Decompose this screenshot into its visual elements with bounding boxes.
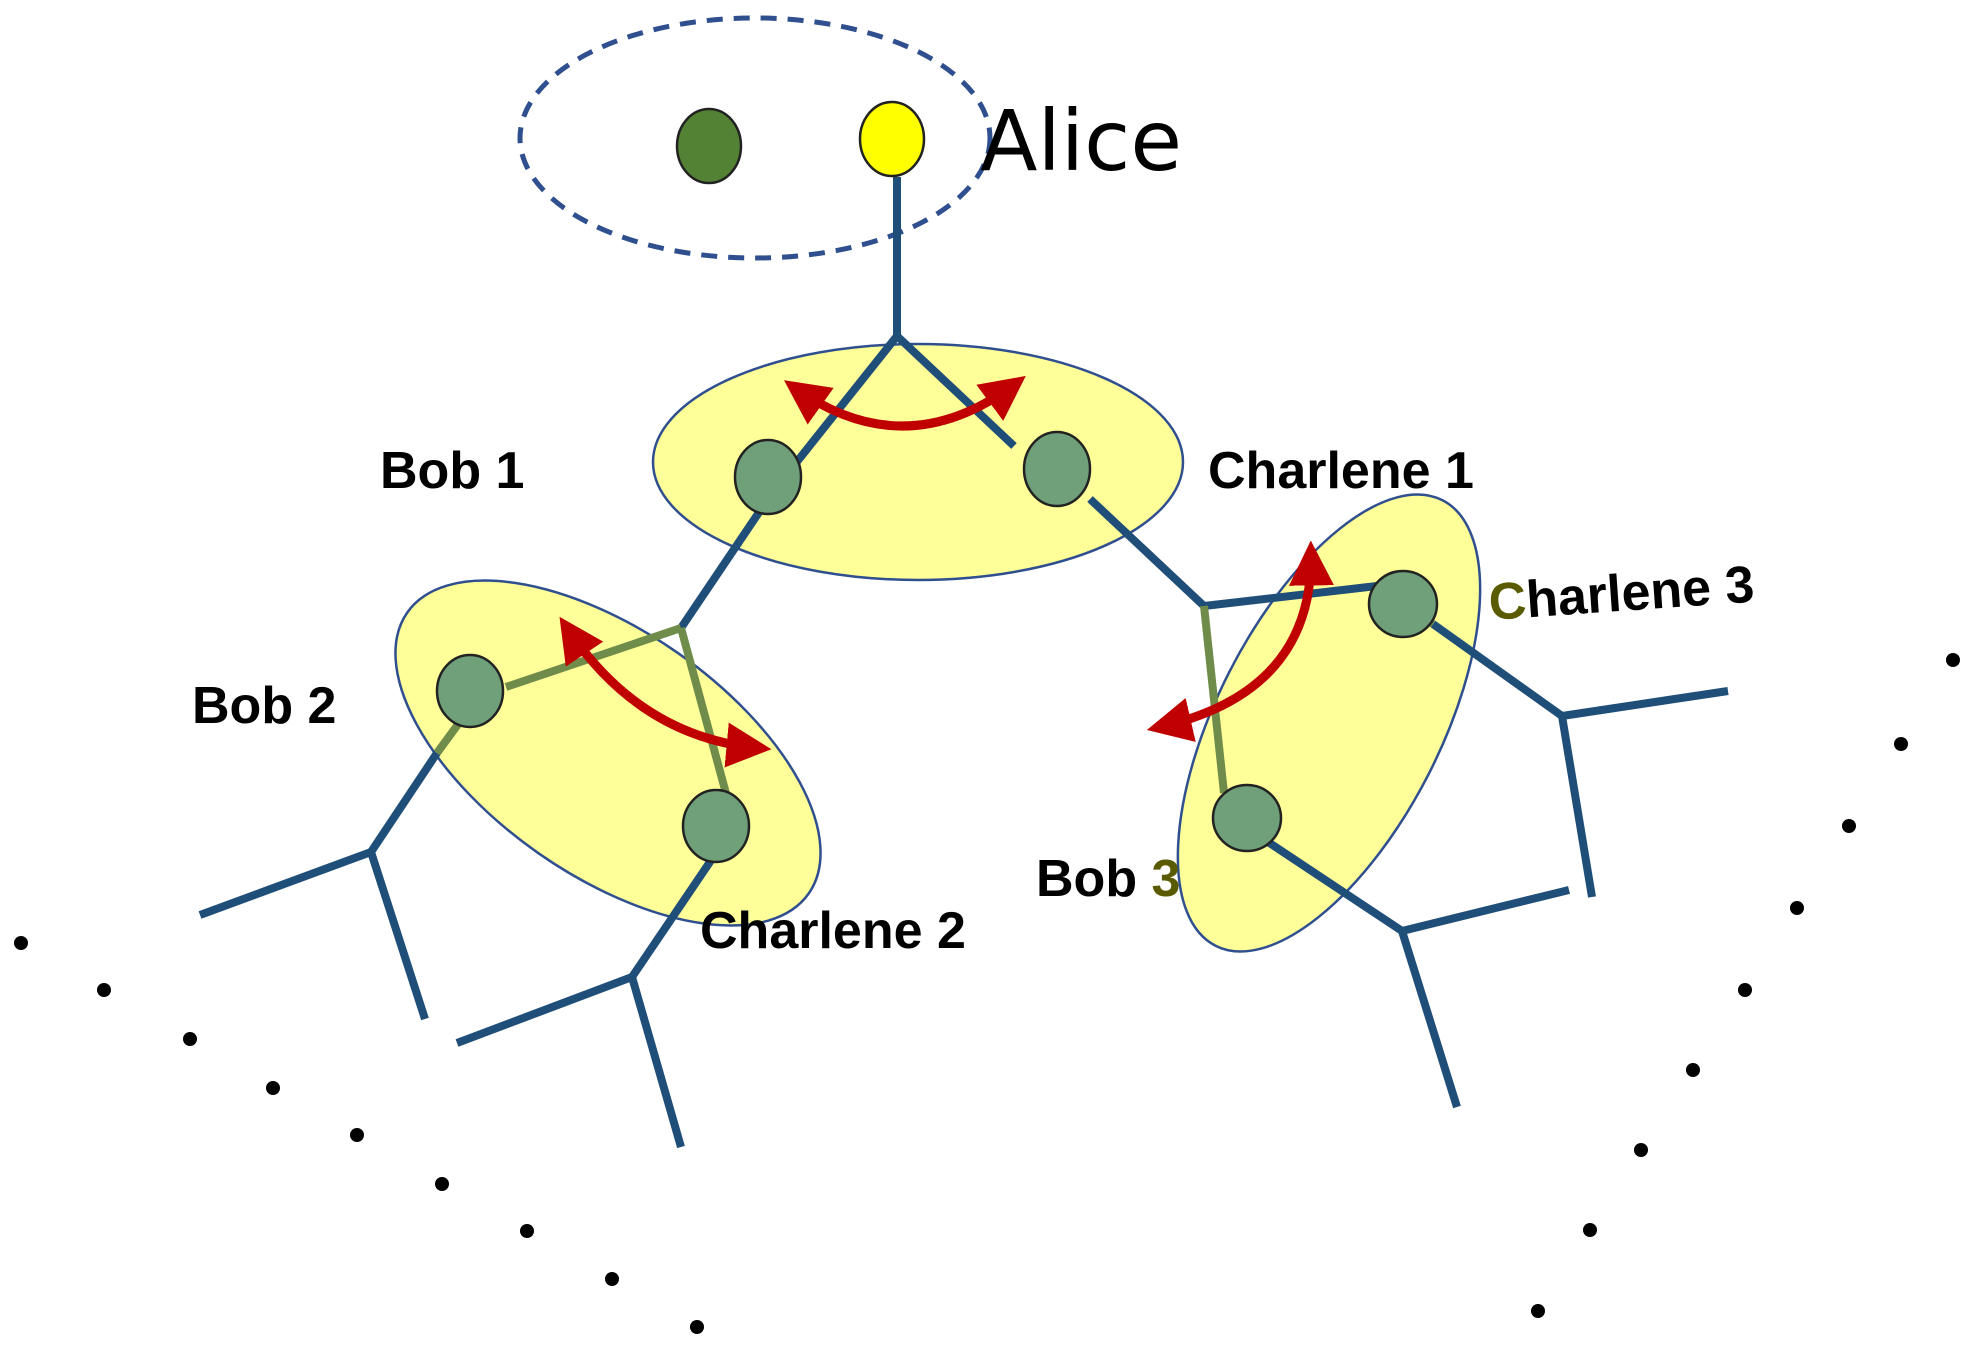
edge-junction-ll-down: [367, 850, 429, 1021]
label-bob1: Bob 1: [380, 442, 524, 500]
edge-charlene3-down: [1430, 620, 1565, 720]
label-charlene1: Charlene 1: [1208, 442, 1474, 500]
edge-junction-rb-right: [1401, 886, 1570, 935]
alice-dark-node: [675, 107, 743, 185]
charlene1-node: [1022, 430, 1092, 508]
label-charlene2: Charlene 2: [700, 902, 966, 960]
edge-junction-rb-down: [1398, 929, 1461, 1109]
bob1-node: [733, 438, 803, 516]
label-charlene3-prefix: C: [1487, 571, 1529, 631]
qubit-nodes: [435, 100, 1439, 864]
label-alice: Alice: [980, 92, 1182, 190]
edge-junction-ll-left: [198, 848, 373, 919]
edge-junction-rr-down: [1558, 715, 1596, 898]
edge-junction-rr-right: [1561, 687, 1729, 720]
label-bob2: Bob 2: [192, 677, 336, 735]
bob3-node: [1211, 783, 1283, 853]
charlene3-node: [1367, 569, 1439, 639]
edge-junction-lr-left: [455, 973, 634, 1047]
swap-arrow-right: [1146, 540, 1334, 742]
alice-light-node: [858, 100, 926, 178]
alice-dashed-ellipse: [517, 15, 993, 261]
label-charlene3-rest: harlene 3: [1524, 556, 1756, 630]
edge-bob1-left-junction: [677, 493, 774, 631]
label-bob3: Bob 3: [1036, 850, 1180, 908]
bob2-node: [435, 653, 505, 729]
label-bob3-prefix: Bob: [1036, 850, 1152, 908]
continuation-dots-right: [1531, 653, 1960, 1318]
continuation-dots-left: [14, 936, 704, 1334]
label-bob3-number: 3: [1152, 850, 1181, 908]
edge-charlene2-down: [628, 850, 720, 980]
edge-bob2-down: [367, 750, 441, 855]
label-charlene3: Charlene 3: [1487, 556, 1756, 632]
swap-arrows: [559, 375, 1334, 768]
charlene2-node: [681, 788, 751, 864]
edge-junction-lr-down: [628, 975, 685, 1149]
tree-edges: [198, 177, 1729, 1149]
edge-bob3-down: [1265, 838, 1405, 935]
swap-arrow-top: [783, 375, 1026, 431]
swap-arrow-left: [559, 616, 772, 768]
